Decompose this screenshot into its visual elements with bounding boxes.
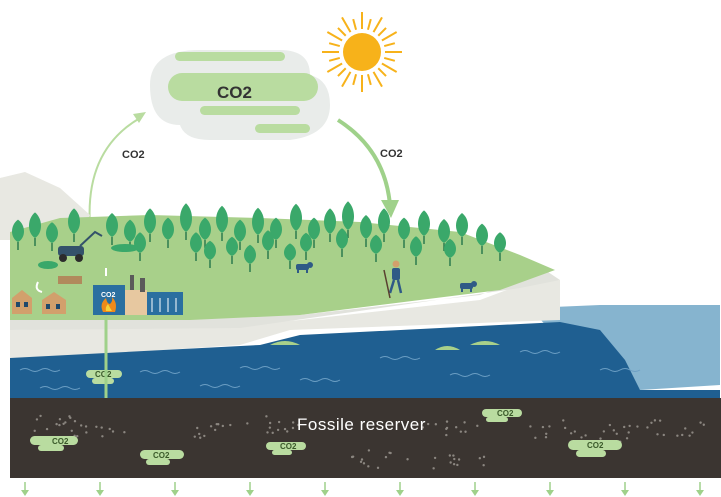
tree-icon xyxy=(398,217,410,248)
svg-text:CO2: CO2 xyxy=(497,409,514,418)
harvester-icon xyxy=(58,230,103,262)
tree-icon xyxy=(262,230,274,259)
reserve-title: Fossile reserver xyxy=(297,415,426,434)
sea-dark xyxy=(10,322,720,398)
tree-icon xyxy=(12,219,24,250)
svg-text:CO2: CO2 xyxy=(153,451,170,460)
tree-icon xyxy=(252,207,264,243)
tree-icon xyxy=(226,236,238,264)
cow-icon xyxy=(296,262,313,273)
house-icon xyxy=(42,292,66,314)
fossil-reserve xyxy=(10,398,721,478)
svg-text:CO2: CO2 xyxy=(52,437,69,446)
factory-co2-label: CO2 xyxy=(101,292,116,299)
tree-icon xyxy=(216,205,228,241)
tree-icon xyxy=(418,210,430,244)
tree-icon xyxy=(378,208,390,242)
tree-icon xyxy=(324,208,336,242)
tree-icon xyxy=(244,244,256,272)
svg-text:CO2: CO2 xyxy=(280,442,297,451)
tree-icon xyxy=(336,228,348,257)
tree-icon xyxy=(342,201,354,238)
sun-icon xyxy=(322,12,402,92)
factory-icon: CO2 xyxy=(93,275,183,315)
arrow-down-co2-label: CO2 xyxy=(380,148,403,160)
cow-icon xyxy=(460,281,477,292)
tree-icon xyxy=(284,243,296,269)
co2-deposit: CO2 xyxy=(568,440,622,457)
tree-icon xyxy=(204,240,216,268)
downward-arrows xyxy=(21,482,704,496)
forest xyxy=(12,201,506,272)
svg-text:CO2: CO2 xyxy=(587,441,604,450)
co2-deposit: CO2 xyxy=(266,442,306,455)
co2-in-water: CO2 xyxy=(86,370,122,384)
tree-icon xyxy=(106,213,118,245)
person-icon xyxy=(383,260,403,299)
co2-deposit: CO2 xyxy=(482,409,522,422)
cloud-icon: CO2 xyxy=(150,50,330,140)
tree-icon xyxy=(190,232,202,261)
tree-icon xyxy=(162,217,174,248)
tree-icon xyxy=(494,232,506,261)
tree-icon xyxy=(300,232,312,260)
house-icon xyxy=(12,290,32,314)
tree-icon xyxy=(456,213,468,245)
tree-icon xyxy=(234,219,246,250)
arrow-up-co2-label: CO2 xyxy=(122,149,145,161)
tree-icon xyxy=(144,208,156,242)
tree-icon xyxy=(180,203,192,240)
emission-arrow xyxy=(88,112,146,226)
tree-icon xyxy=(370,234,382,262)
svg-text:CO2: CO2 xyxy=(95,370,112,379)
logs xyxy=(38,244,139,284)
tree-icon xyxy=(360,215,372,247)
tree-icon xyxy=(68,208,80,242)
tree-icon xyxy=(29,212,41,246)
tree-icon xyxy=(46,222,58,251)
tree-icon xyxy=(410,236,422,265)
flame-icon xyxy=(101,297,116,312)
cliff xyxy=(10,280,560,360)
tree-icon xyxy=(476,223,488,254)
co2-deposit: CO2 xyxy=(30,436,78,451)
co2-deposit: CO2 xyxy=(140,450,184,465)
tree-icon xyxy=(290,203,302,239)
tree-icon xyxy=(438,219,450,251)
tree-icon xyxy=(270,217,282,248)
tree-icon xyxy=(308,217,320,248)
tree-icon xyxy=(444,238,456,266)
absorption-arrow xyxy=(336,118,399,218)
cloud-co2-label: CO2 xyxy=(217,83,252,102)
